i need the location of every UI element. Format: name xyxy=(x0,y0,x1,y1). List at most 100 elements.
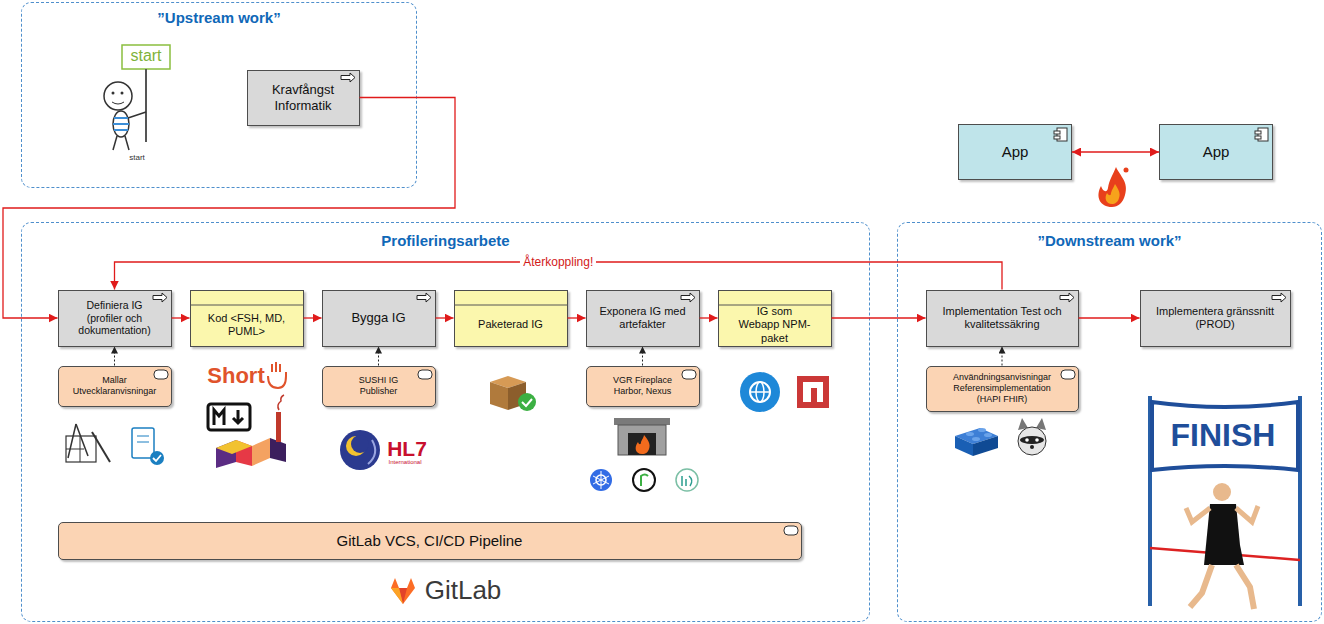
factory-block xyxy=(236,440,252,466)
compass-icon xyxy=(68,424,76,458)
flow-arrow xyxy=(172,317,190,318)
blueprint-icon xyxy=(66,436,96,462)
blueprint-icon xyxy=(80,436,81,462)
artifact-box: Paketerad IG xyxy=(454,290,568,347)
process-box: Implementation Test och kvalitetssäkring xyxy=(926,290,1079,347)
factory-block xyxy=(270,438,286,462)
check-mark xyxy=(522,399,532,406)
box-label: SUSHI IG Publisher xyxy=(348,375,410,397)
raccoon-icon xyxy=(1018,418,1028,430)
box-label: App xyxy=(1002,143,1029,161)
flow-arrow xyxy=(832,317,926,318)
hl7-logo xyxy=(346,436,366,456)
box-label: App xyxy=(1203,143,1230,161)
fhir-flame xyxy=(1098,167,1126,207)
markdown-icon xyxy=(214,410,224,425)
package-icon xyxy=(490,376,526,388)
dependency-arrow xyxy=(642,347,643,366)
runner-arm xyxy=(1186,508,1210,522)
logo-text: HL7 xyxy=(387,437,427,460)
raccoon-mask xyxy=(1020,436,1044,444)
raccoon-eye xyxy=(1035,438,1039,442)
document-icon xyxy=(132,428,154,458)
lego-stud xyxy=(972,437,980,441)
artifact-box: Kod <FSH, MD, PUML> xyxy=(190,290,304,347)
fireplace-icon xyxy=(618,425,666,455)
sign-text: start xyxy=(130,47,161,65)
start-sign xyxy=(122,45,170,69)
box-label: Exponera IG med artefakter xyxy=(595,305,691,331)
lego-stud xyxy=(984,433,992,437)
runner-body xyxy=(1206,504,1240,545)
check-badge xyxy=(150,451,164,465)
raccoon-nose xyxy=(1030,445,1034,449)
service-box: VGR Fireplace Harbor, Nexus xyxy=(586,366,700,407)
group-title: ”Upstream work” xyxy=(22,9,416,27)
box-label: Definiera IG (profiler och dokumentation… xyxy=(73,299,157,337)
edge-label: Återkoppling! xyxy=(520,255,596,269)
markdown-icon xyxy=(233,410,243,423)
kubernetes-logo xyxy=(590,469,612,491)
process-box: Kravfångst Informatik xyxy=(247,70,360,126)
kubernetes-logo xyxy=(596,475,606,485)
figure-body xyxy=(113,111,129,137)
factory-block xyxy=(252,438,270,466)
nexus-logo xyxy=(676,469,698,491)
finish-post xyxy=(1148,396,1152,606)
service-box: Mallar Utvecklaranvisningar xyxy=(58,366,172,407)
fireplace-icon xyxy=(614,418,670,425)
flow-arrow xyxy=(568,317,586,318)
finish-banner xyxy=(1152,402,1298,470)
document-icon xyxy=(137,442,149,443)
fhir-flame xyxy=(1106,184,1120,204)
figure-eye xyxy=(112,92,115,95)
check-badge xyxy=(518,393,536,411)
process-box: Bygga IG xyxy=(322,290,436,347)
artifact-box: IG som Webapp NPM-paket xyxy=(718,290,832,347)
registry-logo xyxy=(641,475,648,487)
flow-arrow xyxy=(1072,151,1159,152)
service-box: Användningsanvisningar Referensimplement… xyxy=(926,366,1079,412)
dependency-arrow xyxy=(1002,347,1003,366)
runner-arm xyxy=(1236,506,1258,522)
gitlab-logo xyxy=(391,588,403,604)
process-box: Exponera IG med artefakter xyxy=(586,290,700,347)
package-icon xyxy=(490,382,508,410)
figure-leg xyxy=(125,136,129,150)
flow-arrow xyxy=(700,317,718,318)
flow-arrow xyxy=(1079,317,1140,318)
box-label: Bygga IG xyxy=(351,310,405,326)
kubernetes-logo xyxy=(593,471,609,489)
group-title: ”Downstream work” xyxy=(898,232,1321,250)
figure-head xyxy=(104,82,132,110)
nexus-logo xyxy=(682,476,692,486)
figure-arm xyxy=(128,112,146,118)
npm-logo xyxy=(811,388,817,402)
runner-head xyxy=(1213,483,1231,501)
web-icon xyxy=(756,382,764,402)
figure-stripe xyxy=(114,117,128,119)
hl7-logo xyxy=(368,440,375,464)
dependency-arrow xyxy=(378,347,379,366)
box-label: Implementera gränssnitt (PROD) xyxy=(1151,305,1280,331)
box-label: GitLab VCS, CI/CD Pipeline xyxy=(337,532,523,550)
lego-stud xyxy=(966,432,974,436)
finish-post xyxy=(1298,396,1302,606)
figure-leg xyxy=(113,136,117,150)
group-frame: ProfileringsarbeteDefiniera IG (profiler… xyxy=(21,222,870,622)
box-label: Implementation Test och kvalitetssäkring xyxy=(935,305,1070,331)
lego-brick xyxy=(973,436,998,456)
flow-arrow xyxy=(304,317,322,318)
registry-logo xyxy=(633,469,655,491)
markdown-icon xyxy=(208,404,250,430)
figure-stripe xyxy=(113,123,129,125)
logo-text: Short xyxy=(207,364,264,388)
component-box: App xyxy=(958,124,1072,180)
runner-shorts xyxy=(1204,545,1244,565)
web-icon xyxy=(740,372,780,412)
process-box: Implementera gränssnitt (PROD) xyxy=(1140,290,1291,347)
process-box: Definiera IG (profiler och dokumentation… xyxy=(58,290,172,347)
service-box: GitLab VCS, CI/CD Pipeline xyxy=(58,522,802,560)
dependency-arrow xyxy=(114,347,115,366)
web-icon xyxy=(750,382,770,402)
